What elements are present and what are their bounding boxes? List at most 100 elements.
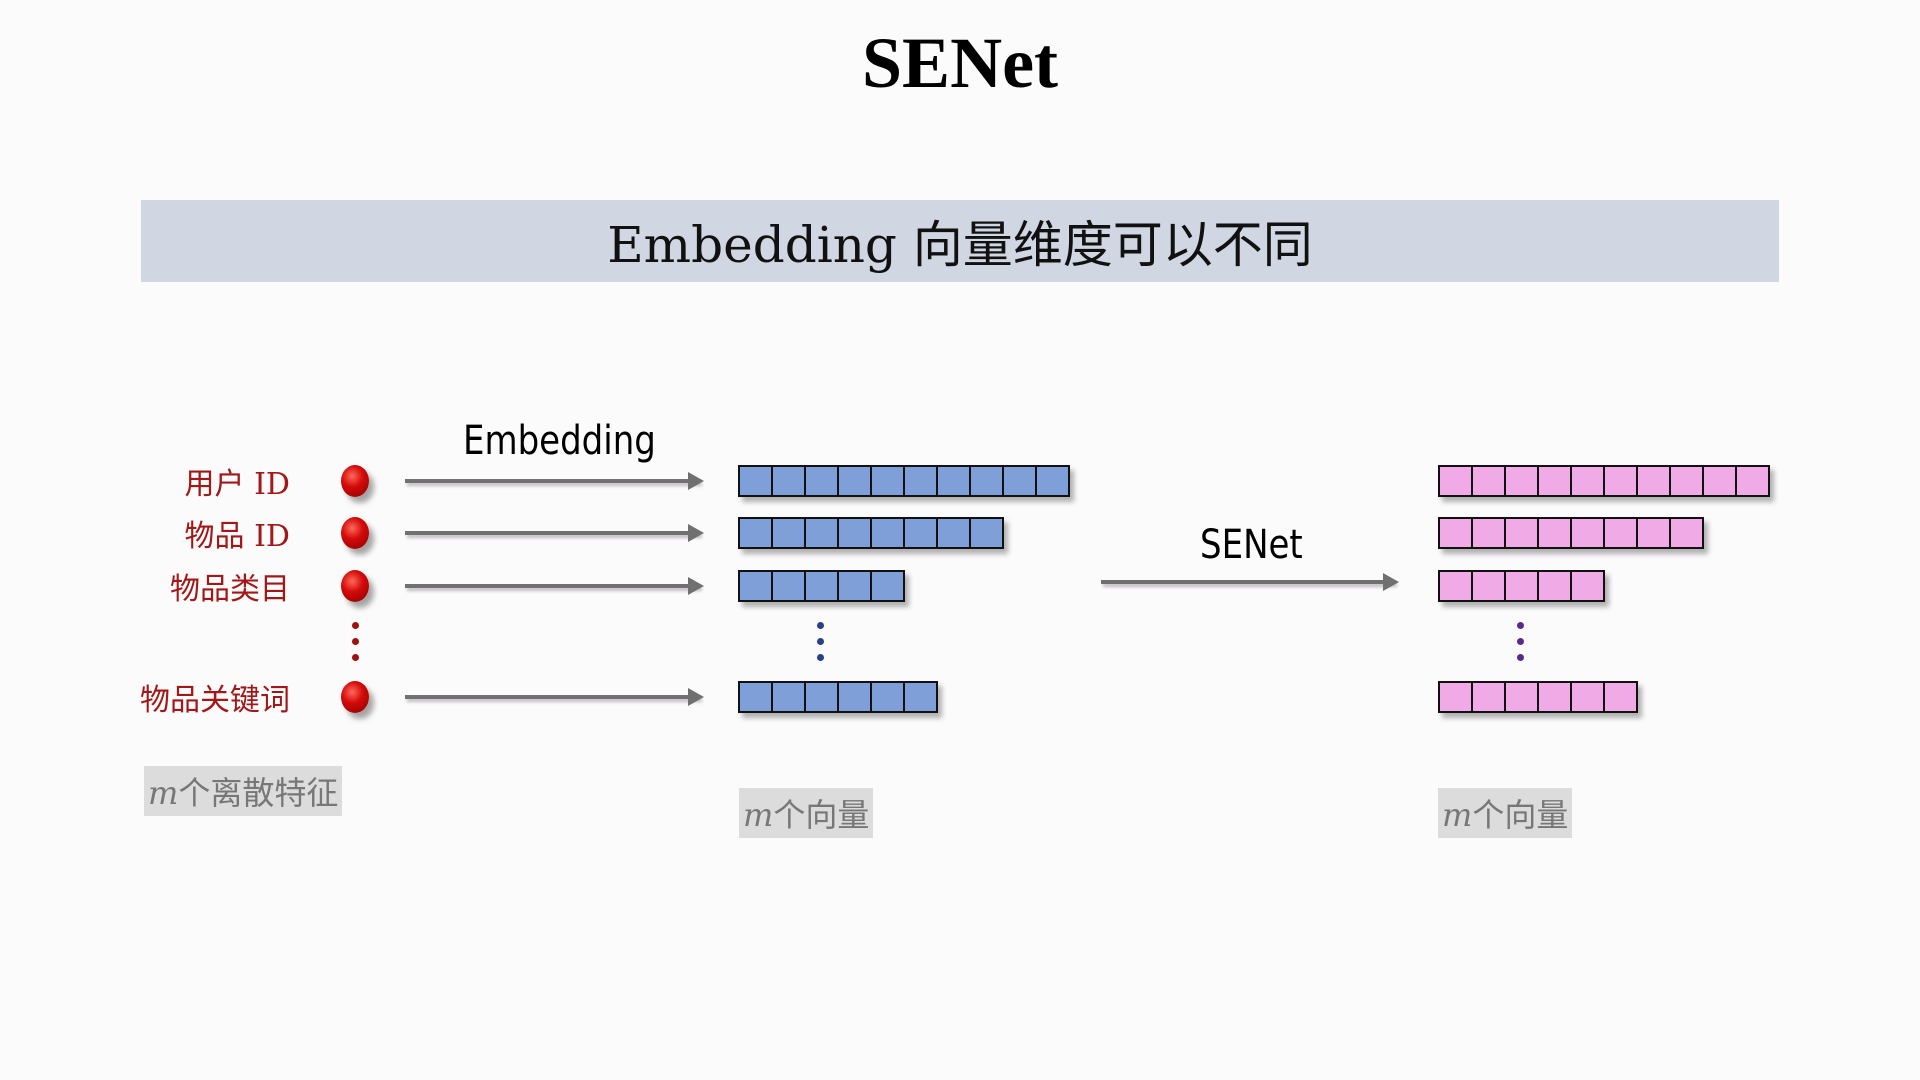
feature-label: 用户 ID: [184, 467, 290, 502]
vector-cell: [1440, 572, 1473, 600]
vector-cell: [740, 683, 773, 711]
vector-cell: [1506, 519, 1539, 547]
senet-vector: [1438, 570, 1605, 602]
vector-cell: [1605, 683, 1636, 711]
ellipsis-dot: [1517, 638, 1524, 645]
vector-cell: [1671, 519, 1702, 547]
vector-cell: [740, 467, 773, 495]
vector-cell: [1473, 519, 1506, 547]
feature-ball-icon: [341, 681, 369, 713]
vector-cell: [1539, 683, 1572, 711]
senet-arrow: [1101, 573, 1399, 591]
vector-cell: [1004, 467, 1037, 495]
embedding-vector: [738, 465, 1070, 497]
vector-cell: [1506, 572, 1539, 600]
caption-text: 个向量: [1472, 796, 1569, 834]
vector-cell: [1539, 572, 1572, 600]
vector-cell: [905, 467, 938, 495]
vector-cell: [971, 519, 1002, 547]
ellipsis-dot: [1517, 622, 1524, 629]
vector-cell: [905, 519, 938, 547]
vector-cell: [1473, 683, 1506, 711]
caption-text: 个向量: [773, 796, 870, 834]
vector-cell: [1506, 683, 1539, 711]
ellipsis-dot: [817, 622, 824, 629]
embedding-vector: [738, 570, 905, 602]
feature-label: 物品 ID: [184, 519, 290, 554]
vector-cell: [1704, 467, 1737, 495]
caption-text: 个离散特征: [178, 774, 339, 812]
senet-label: SENet: [1200, 522, 1303, 568]
vector-cell: [872, 572, 903, 600]
vector-cell: [1037, 467, 1068, 495]
vector-cell: [773, 683, 806, 711]
vector-cell: [1572, 519, 1605, 547]
ellipsis-dot: [817, 654, 824, 661]
caption-features: m个离散特征: [144, 766, 343, 816]
embedding-arrow: [405, 472, 704, 490]
vector-cell: [740, 519, 773, 547]
embedding-arrow: [405, 524, 704, 542]
vector-cell: [839, 467, 872, 495]
embedding-label: Embedding: [463, 418, 656, 464]
feature-label: 物品类目: [170, 572, 290, 607]
m-symbol: m: [148, 774, 179, 812]
vector-cell: [971, 467, 1004, 495]
vector-cell: [1671, 467, 1704, 495]
slide-title: SENet: [862, 23, 1058, 103]
ellipsis-dot: [817, 638, 824, 645]
vector-cell: [1440, 519, 1473, 547]
ellipsis-dot: [1517, 654, 1524, 661]
feature-ball-icon: [341, 570, 369, 602]
vector-cell: [773, 467, 806, 495]
vector-cell: [1638, 519, 1671, 547]
vector-cell: [839, 572, 872, 600]
vector-cell: [872, 467, 905, 495]
vector-cell: [1638, 467, 1671, 495]
vector-cell: [905, 683, 936, 711]
vector-cell: [872, 683, 905, 711]
vector-cell: [1473, 467, 1506, 495]
senet-vector: [1438, 517, 1704, 549]
vector-cell: [1440, 683, 1473, 711]
vector-cell: [806, 572, 839, 600]
embedding-vector: [738, 517, 1004, 549]
vector-cell: [1539, 467, 1572, 495]
m-symbol: m: [743, 796, 774, 834]
vector-cell: [806, 519, 839, 547]
feature-label: 物品关键词: [140, 683, 290, 718]
vector-cell: [1473, 572, 1506, 600]
vector-cell: [1605, 467, 1638, 495]
vector-cell: [1440, 467, 1473, 495]
embedding-arrow: [405, 688, 704, 706]
vector-cell: [1605, 519, 1638, 547]
feature-ball-icon: [341, 517, 369, 549]
feature-ball-icon: [341, 465, 369, 497]
vector-cell: [1506, 467, 1539, 495]
ellipsis-dot: [352, 638, 359, 645]
caption-embedding-vectors: m个向量: [739, 788, 874, 838]
vector-cell: [806, 467, 839, 495]
embedding-arrow: [405, 577, 704, 595]
vector-cell: [1572, 467, 1605, 495]
vector-cell: [1572, 572, 1603, 600]
vector-cell: [1572, 683, 1605, 711]
subtitle-banner: Embedding 向量维度可以不同: [141, 200, 1779, 282]
vector-cell: [773, 519, 806, 547]
vector-cell: [773, 572, 806, 600]
vector-cell: [1737, 467, 1768, 495]
vector-cell: [839, 519, 872, 547]
ellipsis-dot: [352, 654, 359, 661]
subtitle-text: Embedding 向量维度可以不同: [607, 216, 1313, 274]
vector-cell: [740, 572, 773, 600]
senet-vector: [1438, 465, 1770, 497]
m-symbol: m: [1442, 796, 1473, 834]
vector-cell: [872, 519, 905, 547]
senet-vector: [1438, 681, 1638, 713]
embedding-vector: [738, 681, 938, 713]
vector-cell: [1539, 519, 1572, 547]
caption-senet-vectors: m个向量: [1438, 788, 1573, 838]
vector-cell: [938, 519, 971, 547]
vector-cell: [839, 683, 872, 711]
ellipsis-dot: [352, 622, 359, 629]
